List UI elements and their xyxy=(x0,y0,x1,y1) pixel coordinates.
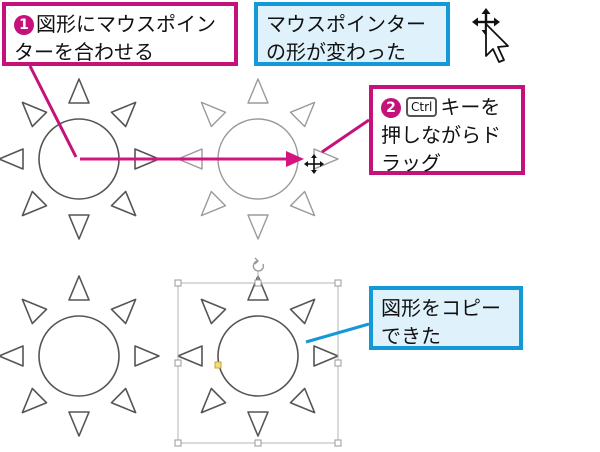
sun-shape-copy[interactable] xyxy=(177,275,339,437)
handle-bottom-left[interactable] xyxy=(174,439,182,447)
callout-copy-done-text: 図形をコピーできた xyxy=(381,296,501,348)
callout-2-leader xyxy=(321,118,370,154)
handle-top-middle[interactable] xyxy=(254,279,262,287)
handle-bottom-right[interactable] xyxy=(334,439,342,447)
handle-middle-right[interactable] xyxy=(334,359,342,367)
move-pointer-icon xyxy=(472,8,509,63)
callout-pointer-changed: マウスポインターの形が変わった xyxy=(254,2,450,66)
ctrl-key-icon: Ctrl xyxy=(406,97,438,117)
sun-shape-source[interactable] xyxy=(0,275,160,437)
adjust-handle[interactable] xyxy=(214,361,222,369)
callout-step-2-text: キーを押しながらドラッグ xyxy=(381,95,501,175)
step-number-badge: 1 xyxy=(14,15,34,35)
callout-copy-done: 図形をコピーできた xyxy=(369,286,523,350)
move-cursor-icon xyxy=(304,154,324,174)
step-number-badge: 2 xyxy=(381,98,401,118)
callout-step-1-text: 図形にマウスポインターを合わせる xyxy=(14,12,216,64)
callout-pointer-changed-text: マウスポインターの形が変わった xyxy=(266,12,426,64)
handle-bottom-middle[interactable] xyxy=(254,439,262,447)
selection-handles[interactable] xyxy=(174,279,342,447)
drag-direction-arrow xyxy=(80,151,304,167)
handle-top-left[interactable] xyxy=(174,279,182,287)
callout-1-leader xyxy=(28,65,78,158)
handle-middle-left[interactable] xyxy=(174,359,182,367)
callout-4-leader xyxy=(305,322,370,344)
rotate-handle-icon[interactable] xyxy=(252,257,265,272)
handle-top-right[interactable] xyxy=(334,279,342,287)
